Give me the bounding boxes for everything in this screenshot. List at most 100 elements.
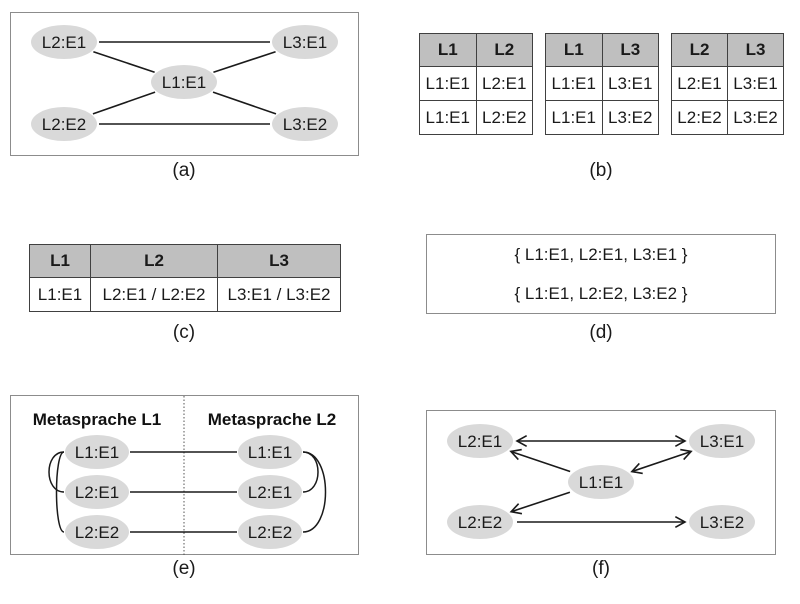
edge-L2E2-L3E2-arrowhead: [674, 516, 687, 528]
left-node-2-shape: [65, 515, 129, 549]
table-header: L2: [671, 33, 728, 67]
node-L2E2-label: L2:E2: [42, 115, 86, 134]
table-cell: L3:E2: [601, 100, 659, 135]
table-header: L3: [601, 33, 659, 67]
panel-b-caption: (b): [589, 160, 613, 181]
edge-L3E1-L1E1: [213, 50, 276, 74]
right-node-1-shape: [238, 475, 302, 509]
left-arc: [55, 451, 65, 533]
right-node-1-label: L2:E1: [248, 483, 292, 502]
table-row: L1:E1 L2:E1 / L2:E2 L3:E1 / L3:E2: [29, 277, 341, 312]
table-header: L2: [90, 244, 218, 278]
panel-d-frame: { L1:E1, L2:E1, L3:E1 } { L1:E1, L2:E2, …: [426, 234, 776, 314]
node-L1E1-label: L1:E1: [579, 473, 623, 492]
node-L3E1-shape: [689, 424, 755, 458]
table-header: L1: [29, 244, 91, 278]
node-L3E1-shape: [272, 25, 338, 59]
node-L3E1-label: L3:E1: [700, 432, 744, 451]
node-L3E2-label: L3:E2: [700, 513, 744, 532]
node-L3E2-shape: [689, 505, 755, 539]
left-arc: [48, 451, 65, 493]
column-title-right: Metasprache L2: [208, 410, 337, 429]
node-L1E1-shape: [151, 65, 217, 99]
table-cell: L2:E1: [475, 66, 533, 101]
node-L2E2-label: L2:E2: [458, 513, 502, 532]
right-node-2-label: L2:E2: [248, 523, 292, 542]
panel-b-table-1: L1 L2 L1:E1 L2:E1 L1:E1 L2:E2: [419, 33, 533, 135]
table-cell: L3:E1 / L3:E2: [217, 277, 341, 312]
edge-L2E1-L3E1-arrowhead: [674, 435, 687, 447]
panel-d-caption: (d): [589, 322, 613, 343]
node-L2E2-shape: [447, 505, 513, 539]
table-header-row: L1 L2: [419, 33, 533, 67]
table-header: L1: [419, 33, 477, 67]
edge-L2E2-L1E1: [92, 91, 156, 115]
table-cell: L2:E1: [671, 66, 728, 101]
panel-a-caption: (a): [172, 160, 196, 181]
table-header-row: L2 L3: [671, 33, 784, 67]
edge-L1E1-L2E2-arrowhead: [509, 503, 523, 515]
panel-c-table: L1 L2 L3 L1:E1 L2:E1 / L2:E2 L3:E1 / L3:…: [29, 244, 341, 312]
table-row: L1:E1 L2:E2: [419, 100, 533, 135]
edge-L1E1-L2E1: [510, 450, 571, 473]
table-row: L1:E1 L3:E1: [545, 66, 659, 101]
edge-L2E1-L1E1: [93, 51, 155, 73]
table-cell: L2:E2: [671, 100, 728, 135]
table-cell: L2:E2: [475, 100, 533, 135]
table-cell: L3:E1: [727, 66, 784, 101]
right-node-0-shape: [238, 435, 302, 469]
panel-e-caption: (e): [172, 558, 196, 579]
right-arc: [302, 451, 327, 533]
edge-L1E1-L2E1-arrowhead: [509, 448, 522, 461]
table-row: L1:E1 L2:E1: [419, 66, 533, 101]
table-cell: L1:E1: [419, 66, 477, 101]
set-1: { L1:E1, L2:E1, L3:E1 }: [514, 245, 688, 264]
edge-L3E2-L1E1: [212, 91, 277, 115]
table-row: L2:E1 L3:E1: [671, 66, 784, 101]
table-cell: L2:E1 / L2:E2: [90, 277, 218, 312]
column-title-left: Metasprache L1: [33, 410, 162, 429]
panel-f-caption: (f): [592, 558, 610, 579]
node-L1E1-shape: [568, 465, 634, 499]
table-cell: L3:E1: [601, 66, 659, 101]
table-row: L1:E1 L3:E2: [545, 100, 659, 135]
node-L3E2-label: L3:E2: [283, 115, 327, 134]
table-header-row: L1 L2 L3: [29, 244, 341, 278]
left-node-0-label: L1:E1: [75, 443, 119, 462]
panel-b-table-2: L1 L3 L1:E1 L3:E1 L1:E1 L3:E2: [545, 33, 659, 135]
edge-L1E1-L3E1-arrowhead-back: [630, 462, 643, 475]
table-cell: L3:E2: [727, 100, 784, 135]
right-node-0-label: L1:E1: [248, 443, 292, 462]
edge-L1E1-L2E2: [510, 491, 571, 513]
edge-L2E1-L3E1-arrowhead-back: [515, 435, 528, 447]
panel-b-table-3: L2 L3 L2:E1 L3:E1 L2:E2 L3:E2: [671, 33, 784, 135]
table-cell: L1:E1: [29, 277, 91, 312]
node-L3E2-shape: [272, 107, 338, 141]
node-L2E2-shape: [31, 107, 97, 141]
table-header: L1: [545, 33, 603, 67]
left-node-2-label: L2:E2: [75, 523, 119, 542]
node-L2E1-shape: [31, 25, 97, 59]
table-header: L3: [727, 33, 784, 67]
table-cell: L1:E1: [419, 100, 477, 135]
right-node-2-shape: [238, 515, 302, 549]
set-2: { L1:E1, L2:E2, L3:E2 }: [514, 284, 688, 303]
node-L2E1-label: L2:E1: [42, 33, 86, 52]
table-cell: L1:E1: [545, 100, 603, 135]
panel-c-caption: (c): [172, 322, 196, 343]
edge-L1E1-L3E1: [631, 450, 692, 473]
node-L1E1-label: L1:E1: [162, 73, 206, 92]
node-L2E1-label: L2:E1: [458, 432, 502, 451]
left-node-1-shape: [65, 475, 129, 509]
table-cell: L1:E1: [545, 66, 603, 101]
left-node-1-label: L2:E1: [75, 483, 119, 502]
node-L2E1-shape: [447, 424, 513, 458]
left-node-0-shape: [65, 435, 129, 469]
table-header: L2: [475, 33, 533, 67]
node-L3E1-label: L3:E1: [283, 33, 327, 52]
table-header-row: L1 L3: [545, 33, 659, 67]
edge-L1E1-L3E1-arrowhead: [680, 448, 693, 461]
